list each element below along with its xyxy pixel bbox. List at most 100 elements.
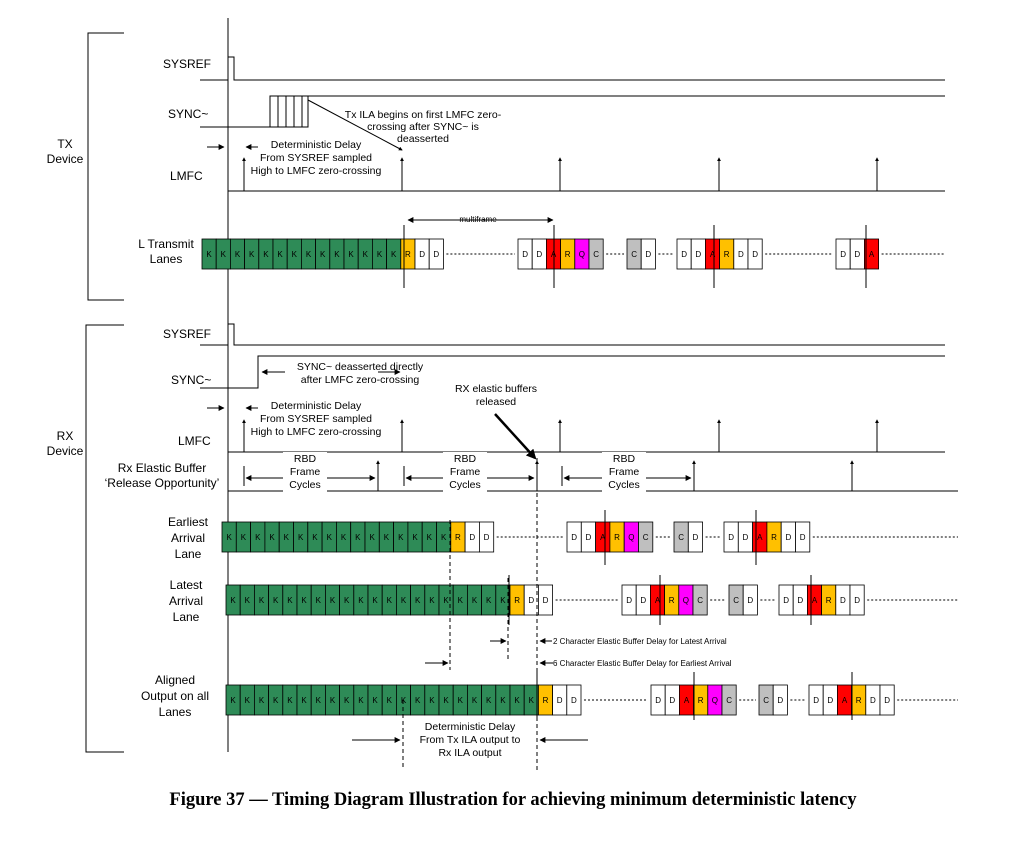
svg-text:K: K — [273, 596, 279, 605]
svg-text:K: K — [249, 250, 255, 259]
char-cell-r: R — [509, 584, 525, 616]
svg-text:R: R — [405, 250, 411, 259]
char-cell-a: A — [650, 584, 666, 616]
svg-text:K: K — [486, 596, 492, 605]
char-cell-d: D — [778, 584, 794, 616]
svg-text:D: D — [469, 533, 475, 542]
svg-text:D: D — [827, 696, 833, 705]
svg-text:K: K — [429, 696, 435, 705]
svg-text:K: K — [372, 596, 378, 605]
char-cell-d: D — [747, 238, 763, 270]
char-cell-k: K — [244, 238, 260, 270]
svg-text:D: D — [681, 250, 687, 259]
char-cell-k: K — [286, 238, 302, 270]
char-cell-c: C — [692, 584, 708, 616]
char-cell-k: K — [466, 584, 482, 616]
char-cell-k: K — [278, 521, 294, 553]
char-cell-c: C — [588, 238, 604, 270]
char-cell-k: K — [339, 684, 355, 716]
svg-text:A: A — [812, 596, 818, 605]
char-cell-k: K — [495, 584, 511, 616]
char-cell-d: D — [822, 684, 838, 716]
char-cell-k: K — [272, 238, 288, 270]
svg-text:R: R — [771, 533, 777, 542]
svg-text:K: K — [259, 596, 265, 605]
char-cell-d: D — [478, 521, 495, 553]
char-cell-k: K — [381, 684, 397, 716]
svg-text:K: K — [263, 250, 269, 259]
svg-text:K: K — [387, 596, 393, 605]
buf-delay-latest-annotation: 2 Character Elastic Buffer Delay for Lat… — [553, 637, 727, 646]
svg-text:K: K — [316, 696, 322, 705]
char-cell-k: K — [481, 684, 497, 716]
svg-text:C: C — [643, 533, 649, 542]
svg-text:K: K — [344, 596, 350, 605]
svg-text:K: K — [401, 596, 407, 605]
char-cell-k: K — [282, 584, 298, 616]
char-cell-r: R — [450, 521, 466, 553]
char-cell-c: C — [626, 238, 642, 270]
char-cell-d: D — [640, 238, 656, 270]
char-cell-k: K — [296, 584, 312, 616]
char-cell-a: A — [837, 684, 853, 716]
svg-text:K: K — [341, 533, 347, 542]
char-cell-k: K — [315, 238, 331, 270]
char-cell-k: K — [424, 684, 440, 716]
char-cell-d: D — [780, 521, 796, 553]
svg-text:D: D — [884, 696, 890, 705]
char-cell-d: D — [687, 521, 703, 553]
char-cell-a: A — [807, 584, 823, 616]
char-cell-k: K — [393, 521, 409, 553]
char-cell-d: D — [635, 584, 651, 616]
char-cell-a: A — [864, 238, 880, 270]
svg-text:K: K — [415, 596, 421, 605]
char-cell-d: D — [795, 521, 811, 553]
char-cell-r: R — [560, 238, 576, 270]
char-cell-q: Q — [574, 238, 590, 270]
svg-text:D: D — [728, 533, 734, 542]
tx-lane-lmfc-markers — [403, 225, 867, 288]
svg-text:K: K — [330, 596, 336, 605]
svg-text:K: K — [500, 596, 506, 605]
svg-text:R: R — [543, 696, 549, 705]
aligned-lane-stream: KKKKKKKKKKKKKKKKKKKKKKRDDDDARQCCDDDARDD — [225, 684, 958, 716]
tx-ila-callout-line — [307, 99, 403, 151]
char-cell-r: R — [664, 584, 680, 616]
svg-text:D: D — [738, 250, 744, 259]
svg-text:K: K — [427, 533, 433, 542]
char-cell-d: D — [849, 238, 865, 270]
char-cell-k: K — [367, 684, 383, 716]
svg-text:D: D — [543, 596, 549, 605]
rx-lane-lmfc-markers — [508, 510, 853, 720]
char-cell-d: D — [464, 521, 480, 553]
char-cell-k: K — [367, 584, 383, 616]
svg-text:K: K — [230, 696, 236, 705]
char-cell-k: K — [307, 521, 323, 553]
svg-text:Q: Q — [712, 696, 718, 705]
svg-text:D: D — [528, 596, 534, 605]
char-cell-k: K — [410, 684, 426, 716]
char-cell-r: R — [400, 238, 416, 270]
char-cell-q: Q — [707, 684, 723, 716]
char-cell-k: K — [452, 584, 468, 616]
svg-text:Q: Q — [579, 250, 585, 259]
svg-text:K: K — [230, 596, 236, 605]
svg-text:R: R — [698, 696, 704, 705]
char-cell-d: D — [566, 521, 582, 553]
svg-text:D: D — [645, 250, 651, 259]
char-cell-d: D — [723, 521, 739, 553]
tx-device-bracket — [87, 32, 124, 301]
svg-text:D: D — [571, 533, 577, 542]
rx-lmfc-ticks — [242, 419, 879, 452]
char-cell-a: A — [595, 521, 611, 553]
svg-text:R: R — [724, 250, 730, 259]
char-cell-a: A — [752, 521, 768, 553]
svg-text:K: K — [429, 596, 435, 605]
svg-text:D: D — [522, 250, 528, 259]
